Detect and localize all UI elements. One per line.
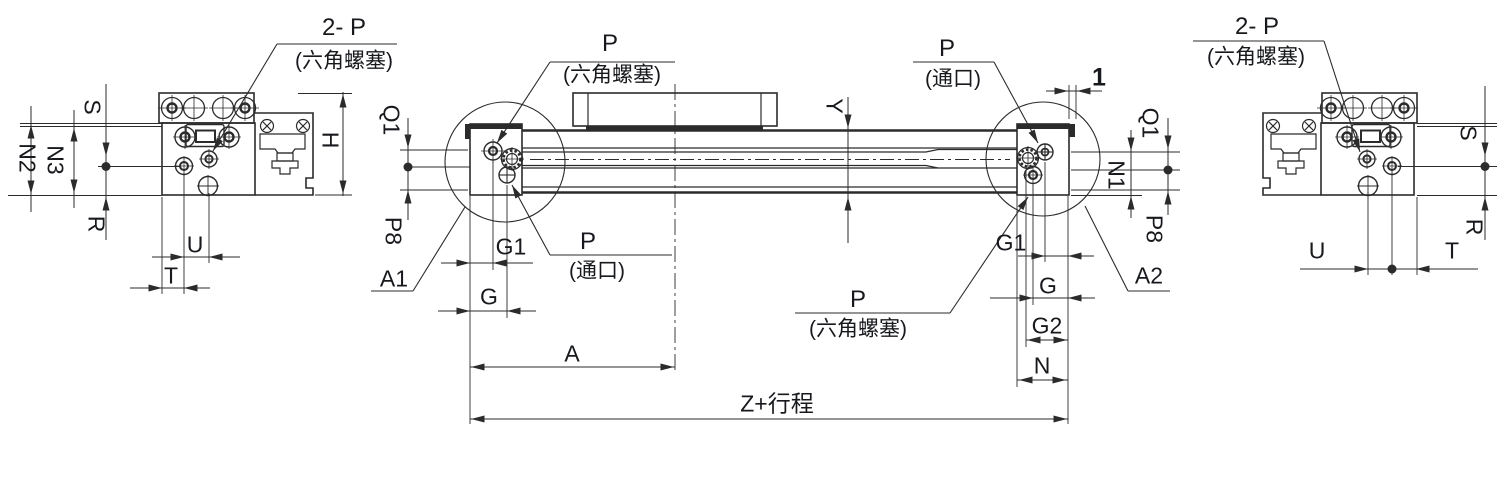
dim-label-y: Y <box>821 98 848 114</box>
dim-label-u-left-view: U <box>186 231 204 258</box>
port-callout-bottom-right: P <box>849 286 867 313</box>
dim-label-step-1: 1 <box>1092 63 1106 92</box>
dim-label-a: A <box>564 340 580 367</box>
detail-label-a1: A1 <box>379 265 409 292</box>
dim-label-s-left-view: S <box>79 99 106 115</box>
plug-callout-qty-left-view: 2- P <box>321 14 367 41</box>
port-callout-top-right: P <box>938 35 956 62</box>
dim-label-n: N <box>1033 352 1051 379</box>
port-callout-top-right-type: (通口) <box>925 67 981 91</box>
detail-label-a2: A2 <box>1134 262 1164 289</box>
dim-label-t-right-view: T <box>1444 237 1460 264</box>
plug-callout-type-right-view: (六角螺塞) <box>1207 45 1305 69</box>
side-view-callout-leaders <box>371 61 1170 314</box>
side-view-geometry <box>444 84 1101 372</box>
port-callout-bottom-right-type: (六角螺塞) <box>809 317 907 341</box>
dim-label-s-right-view: S <box>1455 125 1482 141</box>
dim-label-g1-right: G1 <box>995 229 1027 256</box>
dim-label-r-right-view: R <box>1461 218 1488 236</box>
port-callout-bottom-left-type: (通口) <box>569 259 625 283</box>
left-end-view-dimensions <box>8 43 397 294</box>
dim-label-g1-left: G1 <box>495 233 527 260</box>
dim-label-g-right: G <box>1039 272 1057 299</box>
dim-label-z-plus-stroke: Z+行程 <box>740 390 814 417</box>
right-end-view-geometry <box>1261 91 1420 197</box>
dim-label-q1-right: Q1 <box>1137 107 1164 139</box>
port-callout-top-left: P <box>601 30 619 57</box>
port-callout-bottom-left: P <box>579 228 597 255</box>
side-view-dimensions <box>400 85 1180 424</box>
dim-label-h: H <box>317 131 344 149</box>
dim-label-n3: N3 <box>42 145 69 175</box>
dim-label-r-left-view: R <box>83 215 110 233</box>
right-end-view-dimensions <box>1193 40 1497 275</box>
dim-label-g-left: G <box>480 283 498 310</box>
plug-callout-qty-right-view: 2- P <box>1234 13 1280 40</box>
dim-label-g2: G2 <box>1031 312 1063 339</box>
port-callout-top-left-type: (六角螺塞) <box>563 63 661 87</box>
dim-label-p8-right: P8 <box>1141 214 1168 244</box>
dim-label-u-right-view: U <box>1308 237 1326 264</box>
end-view-geometry <box>158 92 314 197</box>
plug-callout-type-left-view: (六角螺塞) <box>295 49 393 73</box>
dim-label-n1: N1 <box>1103 160 1130 190</box>
dim-label-t-left-view: T <box>163 262 179 289</box>
dim-label-n2: N2 <box>14 143 41 173</box>
dim-label-q1-left: Q1 <box>378 104 405 136</box>
dim-label-p8-left: P8 <box>380 216 407 246</box>
